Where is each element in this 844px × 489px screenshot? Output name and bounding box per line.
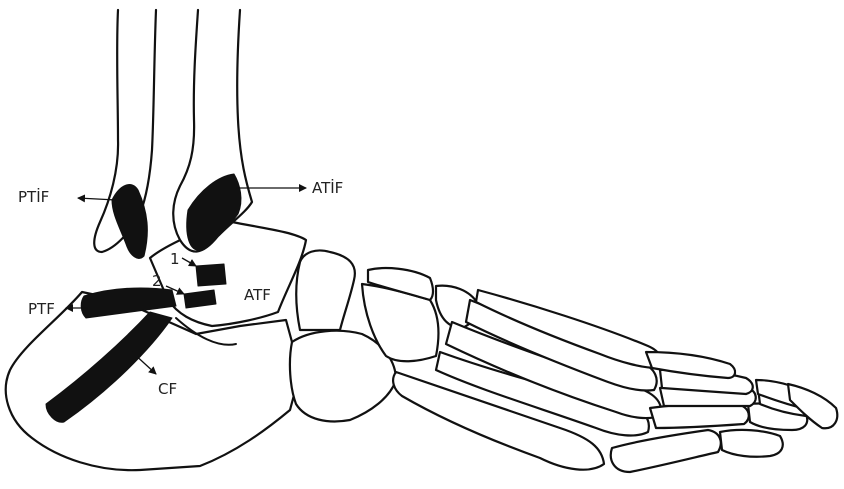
cf-label: CF <box>158 380 177 398</box>
navicular-bone <box>296 250 355 330</box>
ptif-label: PTİF <box>18 187 49 206</box>
label-1: 1 <box>170 250 180 268</box>
atf-label: ATF <box>244 286 271 304</box>
ptf-label: PTF <box>28 300 55 318</box>
atif-label: ATİF <box>312 178 343 197</box>
talus-bone <box>150 222 306 326</box>
big-toe-distal-phalanx <box>720 430 783 457</box>
label-2: 2 <box>152 272 162 290</box>
atf-band-1 <box>196 264 226 286</box>
